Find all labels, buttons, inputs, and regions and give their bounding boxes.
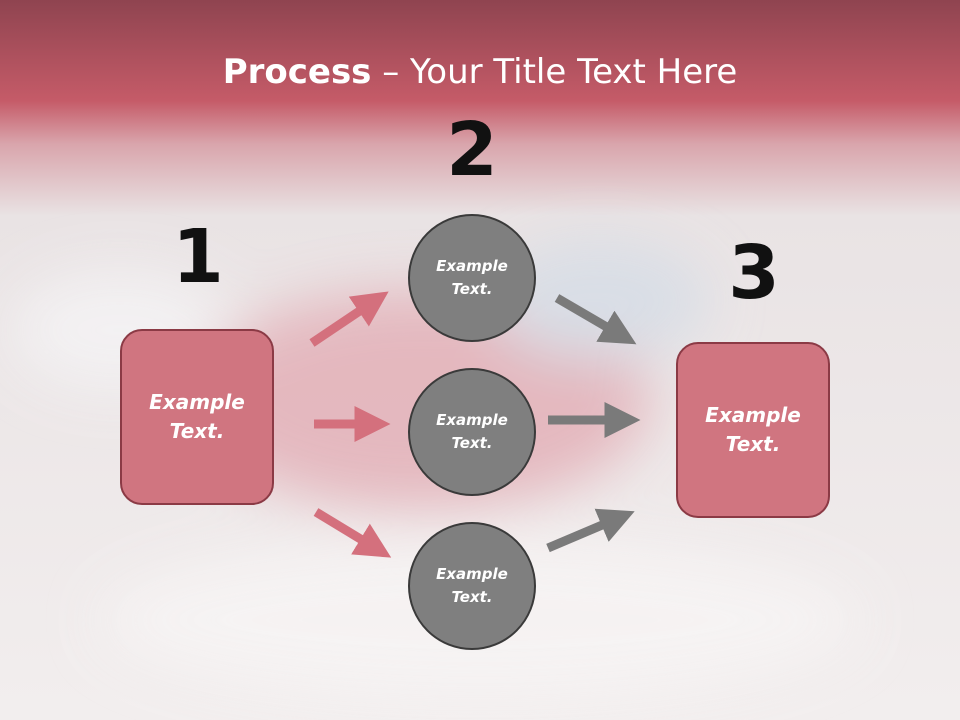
arrow-1-to-2c <box>313 508 392 558</box>
circle-middle-line2: Text. <box>451 434 493 452</box>
title-bold: Process <box>222 52 372 92</box>
title-rest: – Your Title Text Here <box>371 52 738 92</box>
step-number-1: 1 <box>172 214 224 300</box>
step-3-line2: Text. <box>725 432 781 456</box>
arrow-1-to-2a <box>309 291 389 347</box>
step-3-line1: Example <box>705 403 801 427</box>
step-number-3: 3 <box>728 230 780 316</box>
circle-bottom-line2: Text. <box>451 588 493 606</box>
page-title: Process – Your Title Text Here <box>0 52 960 92</box>
step-1-line1: Example <box>149 390 245 414</box>
arrow-2a-to-3 <box>554 294 637 345</box>
step-number-2: 2 <box>446 107 498 193</box>
circle-middle-line1: Example <box>436 410 508 429</box>
arrow-2c-to-3 <box>546 508 635 553</box>
step-2-circle-bottom: Example Text. <box>408 522 536 650</box>
step-3-box: Example Text. <box>676 342 830 518</box>
circle-top-line2: Text. <box>451 280 493 298</box>
step-2-circle-top: Example Text. <box>408 214 536 342</box>
circle-bottom-line1: Example <box>436 564 508 583</box>
step-2-circle-middle: Example Text. <box>408 368 536 496</box>
step-1-box: Example Text. <box>120 329 274 505</box>
step-1-line2: Text. <box>169 419 225 443</box>
circle-top-line1: Example <box>436 256 508 275</box>
